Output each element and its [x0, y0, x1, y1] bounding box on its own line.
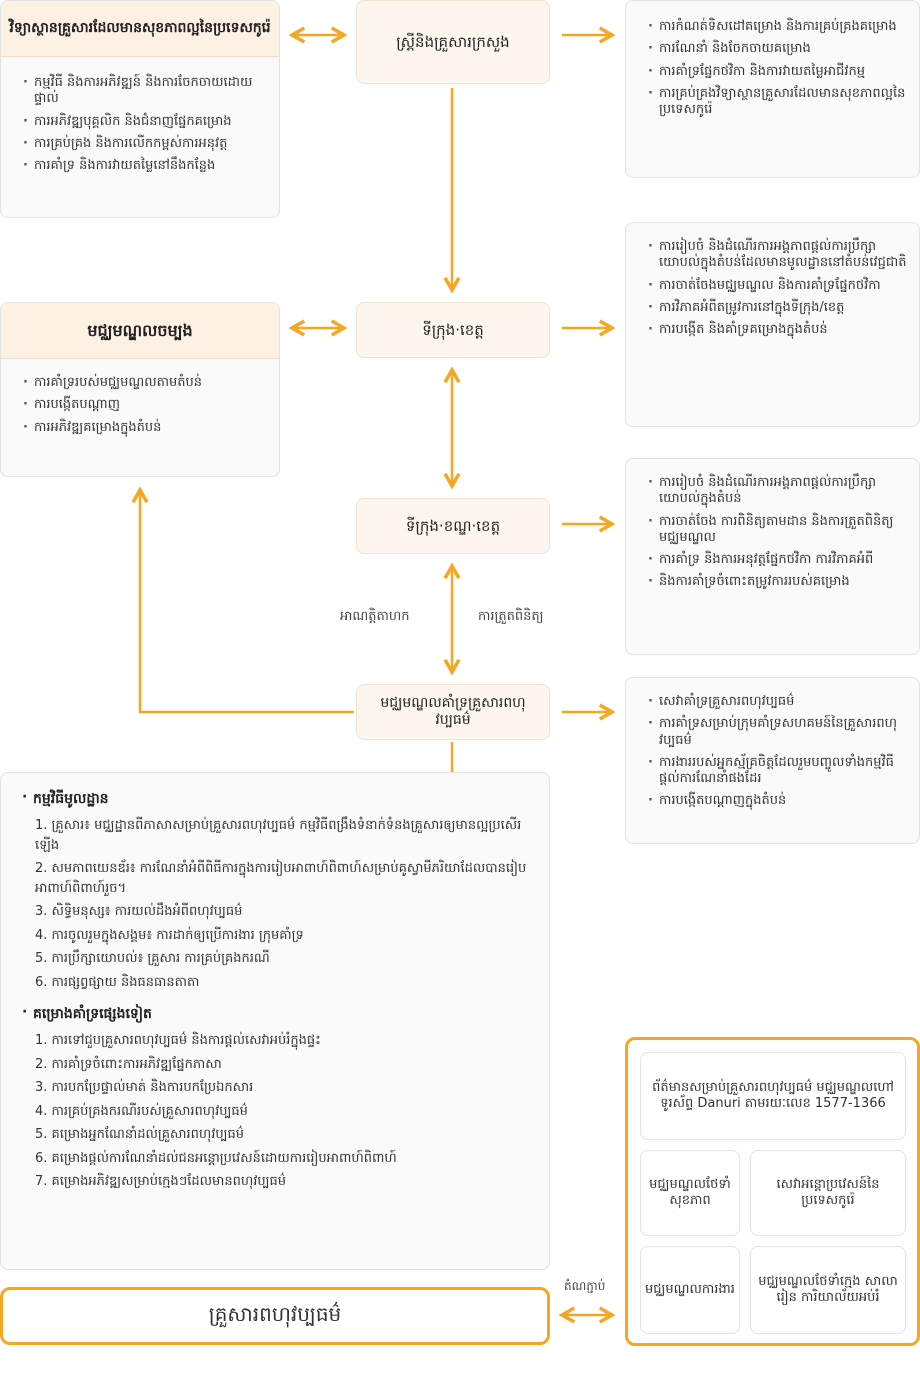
- list-item: ការអភិវឌ្ឍគម្រោងក្នុងតំបន់: [21, 420, 269, 437]
- list-item: ការគ្រប់គ្រងវិទ្យាស្ថានគ្រួសារដែលមានសុខភ…: [646, 86, 909, 119]
- programs-box: កម្មវិធីមូលដ្ឋាន 1. គ្រួសារ៖ មជ្ឈដ្ឋានពី…: [0, 772, 550, 1270]
- institute-list: កម្មវិធី និងការអភិវឌ្ឍន៍ និងការចែកចាយដោយ…: [21, 75, 269, 180]
- district-node: ទីក្រុង·ខណ្ឌ·ខេត្ត: [356, 498, 550, 554]
- list-item: ការអភិវឌ្ឍបុគ្គលិក និងជំនាញផ្នែកគម្រោង: [21, 114, 269, 131]
- multicultural-family-box: គ្រួសារពហុវប្បធម៌: [0, 1287, 550, 1345]
- list-item: ការគ្រប់គ្រង និងការលើកកម្ពស់ការអនុវត្ត: [21, 136, 269, 153]
- list-item: ការបង្កើត និងគាំទ្រគម្រោងក្នុងតំបន់: [646, 322, 909, 339]
- ministry-label: ស្ត្រីនិងគ្រួសារក្រសួង: [396, 33, 510, 51]
- other-programs-list: 1. ការទៅជួបគ្រួសារពហុវប្បធម៌ និងការផ្តល់…: [21, 1031, 529, 1192]
- list-item: ការគាំទ្រ និងការវាយតម្លៃនៅនឹងកន្លែង: [21, 158, 269, 175]
- city-duties-list: ការរៀបចំ និងដំណើរការអង្គភាពផ្តល់ការប្រឹក…: [646, 239, 909, 344]
- list-item: ការចាត់ចែង ការពិនិត្យតាមដាន និងការត្រួតព…: [646, 514, 909, 547]
- immigration-box: សេវាអន្តោប្រវេសន៍នៃប្រទេសកូរ៉េ: [750, 1150, 906, 1236]
- test-center-list: ការគាំទ្ររបស់មជ្ឈមណ្ឌលតាមតំបន់ ការបង្កើត…: [21, 375, 269, 442]
- basic-programs-list: 1. គ្រួសារ៖ មជ្ឈដ្ឋានពីភាសាសម្រាប់គ្រួសា…: [21, 816, 529, 992]
- list-item: ការវិភាគអំពីតម្រូវការនៅក្នុងទីក្រុង/ខេត្…: [646, 300, 909, 317]
- list-item: ការណែនាំ និងចែកចាយគម្រោង: [646, 41, 909, 58]
- list-item: ការចាត់ចែងមជ្ឈមណ្ឌល និងការគាំទ្រផ្នែកថវិ…: [646, 278, 909, 295]
- district-duties-box: ការរៀបចំ និងដំណើរការអង្គភាពផ្តល់ការប្រឹក…: [625, 458, 920, 655]
- list-item: ការកំណត់ទិសដៅគម្រោង និងការគ្រប់គ្រងគម្រោ…: [646, 19, 909, 36]
- edge-label-admin: អាណត្តិតាហក: [340, 609, 410, 624]
- city-province-node: ទីក្រុង·ខេត្ត: [356, 302, 550, 358]
- local-duties-list: សេវាគាំទ្រគ្រួសារពហុវប្បធម៌ ការគាំទ្រសម្…: [646, 694, 909, 816]
- local-center-label: មជ្ឈមណ្ឌលគាំទ្រគ្រួសារពហុវប្បធម៌: [380, 695, 526, 728]
- list-item: ការបង្កើតបណ្តាញ: [21, 397, 269, 414]
- ministry-node: ស្ត្រីនិងគ្រួសារក្រសួង: [356, 0, 550, 84]
- ministry-duties-list: ការកំណត់ទិសដៅគម្រោង និងការគ្រប់គ្រងគម្រោ…: [646, 19, 909, 124]
- local-duties-box: សេវាគាំទ្រគ្រួសារពហុវប្បធម៌ ការគាំទ្រសម្…: [625, 677, 920, 844]
- ministry-duties-box: ការកំណត់ទិសដៅគម្រោង និងការគ្រប់គ្រងគម្រោ…: [625, 0, 920, 178]
- list-item: កម្មវិធី និងការអភិវឌ្ឍន៍ និងការចែកចាយដោយ…: [21, 75, 269, 108]
- test-center-box: មជ្ឈមណ្ឌលចម្បង ការគាំទ្ររបស់មជ្ឈមណ្ឌលតាម…: [0, 302, 280, 477]
- list-item: 7. គម្រោងអភិវឌ្ឍសម្រាប់ក្មេងៗដែលមានពហុវប…: [35, 1174, 287, 1189]
- city-province-label: ទីក្រុង·ខេត្ត: [422, 321, 484, 339]
- list-item: ការរៀបចំ និងដំណើរការអង្គភាពផ្តល់ការប្រឹក…: [646, 475, 909, 508]
- list-item: 3. សិទ្ធិមនុស្ស៖ ការយល់ដឹងអំពីពហុវប្បធម៌: [35, 904, 243, 919]
- health-center-box: មជ្ឈមណ្ឌលថែទាំសុខភាព: [640, 1150, 740, 1236]
- list-item: 5. ការប្រឹក្សាយោបល់៖ គ្រួសារ ការគ្រប់គ្រ…: [35, 951, 270, 966]
- list-item: ការងាររបស់អ្នកស្ម័គ្រចិត្តដែលរួមបញ្ចូលទា…: [646, 755, 909, 788]
- employment-center-box: មជ្ឈមណ្ឌលការងារ: [640, 1246, 740, 1334]
- test-center-title: មជ្ឈមណ្ឌលចម្បង: [1, 303, 279, 359]
- city-duties-box: ការរៀបចំ និងដំណើរការអង្គភាពផ្តល់ការប្រឹក…: [625, 222, 920, 427]
- list-item: 1. ការទៅជួបគ្រួសារពហុវប្បធម៌ និងការផ្តល់…: [35, 1033, 321, 1048]
- list-item: ការគាំទ្ររបស់មជ្ឈមណ្ឌលតាមតំបន់: [21, 375, 269, 392]
- list-item: ការគាំទ្រ និងការអនុវត្តផ្នែកថវិកា ការវិភ…: [646, 552, 909, 569]
- list-item: 4. ការគ្រប់គ្រងករណីរបស់គ្រួសារពហុវប្បធម៌: [35, 1103, 248, 1119]
- list-item: ការបង្កើតបណ្តាញក្នុងតំបន់: [646, 793, 909, 810]
- list-item: 5. គម្រោងអ្នកណែនាំដល់គ្រួសារពហុវប្បធម៌: [35, 1127, 245, 1142]
- list-item: 4. ការចូលរួមក្នុងសង្គម៖ ការដាក់ឲ្យប្រើកា…: [35, 927, 304, 943]
- local-center-node: មជ្ឈមណ្ឌលគាំទ្រគ្រួសារពហុវប្បធម៌: [356, 684, 550, 740]
- list-item: 3. ការបកប្រែផ្ទាល់មាត់ និងការបកប្រែឯកសារ: [35, 1080, 254, 1095]
- hotline-box: ព័ត៌មានសម្រាប់គ្រួសារពហុវប្បធម៌ មជ្ឈមណ្ឌ…: [640, 1052, 906, 1140]
- other-programs-title: គម្រោងគាំទ្រផ្សេងទៀត: [21, 1004, 529, 1025]
- list-item: ការគាំទ្រផ្នែកថវិកា និងការវាយតម្លៃអាជីវក…: [646, 64, 909, 81]
- healthy-family-institute-box: វិទ្យាស្ថានគ្រួសារដែលមានសុខភាពល្អនៃប្រទេ…: [0, 0, 280, 218]
- institute-title: វិទ្យាស្ថានគ្រួសារដែលមានសុខភាពល្អនៃប្រទេ…: [1, 1, 279, 57]
- list-item: ការរៀបចំ និងដំណើរការអង្គភាពផ្តល់ការប្រឹក…: [646, 239, 909, 272]
- list-item: 2. ការគាំទ្រចំពោះការអភិវឌ្ឍផ្នែកភាសា: [35, 1056, 222, 1072]
- edge-label-review: ការត្រួតពិនិត្យ: [478, 609, 544, 624]
- list-item: ការគាំទ្រសម្រាប់ក្រុមគាំទ្រសហគមន៍នៃគ្រួស…: [646, 716, 909, 749]
- list-item: 1. គ្រួសារ៖ មជ្ឈដ្ឋានពីភាសាសម្រាប់គ្រួសា…: [35, 818, 522, 853]
- list-item: 6. គម្រោងផ្តល់ការណែនាំដល់ជនអន្តោប្រវេសន៍…: [35, 1150, 397, 1166]
- list-item: 6. ការផ្សព្វផ្សាយ និងធនធានតាតា: [35, 974, 200, 990]
- list-item: 2. សមភាពយេនឌ័រ៖ ការណែនាំអំពីពិធីការក្នុង…: [35, 861, 527, 896]
- multicultural-family-label: គ្រួសារពហុវប្បធម៌: [208, 1302, 342, 1326]
- list-item: សេវាគាំទ្រគ្រួសារពហុវប្បធម៌: [646, 694, 909, 711]
- edge-label-connect: តំណភ្ជាប់: [564, 1279, 606, 1293]
- contact-block: ព័ត៌មានសម្រាប់គ្រួសារពហុវប្បធម៌ មជ្ឈមណ្ឌ…: [625, 1037, 920, 1346]
- basic-programs-title: កម្មវិធីមូលដ្ឋាន: [21, 789, 529, 810]
- child-support-box: មជ្ឈមណ្ឌលថែទាំក្មេង សាលារៀន ការិយាល័យអប់…: [750, 1246, 906, 1334]
- district-label: ទីក្រុង·ខណ្ឌ·ខេត្ត: [405, 517, 501, 535]
- district-duties-list: ការរៀបចំ និងដំណើរការអង្គភាពផ្តល់ការប្រឹក…: [646, 475, 909, 597]
- list-item: និងការគាំទ្រចំពោះតម្រូវការរបស់គម្រោង: [646, 574, 909, 591]
